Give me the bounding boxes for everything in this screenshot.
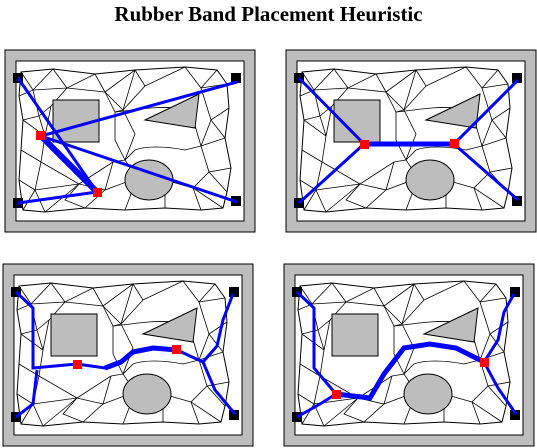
red-node [73,360,82,369]
rubber-bands [295,290,518,419]
red-node [360,140,369,149]
red-node [172,345,181,354]
panel-step-1 [4,49,256,233]
diagram-title: Rubber Band Placement Heuristic [114,2,423,26]
red-node [332,390,341,399]
red-node [450,139,459,148]
red-node [36,131,45,140]
red-node [93,188,102,197]
panel-step-2 [285,49,537,233]
rubber-bands [14,290,237,419]
rubber-bands [16,77,238,205]
red-node [480,358,489,367]
panel-step-3 [2,263,254,447]
rubber-bands [297,76,520,205]
panel-step-4 [283,263,535,447]
